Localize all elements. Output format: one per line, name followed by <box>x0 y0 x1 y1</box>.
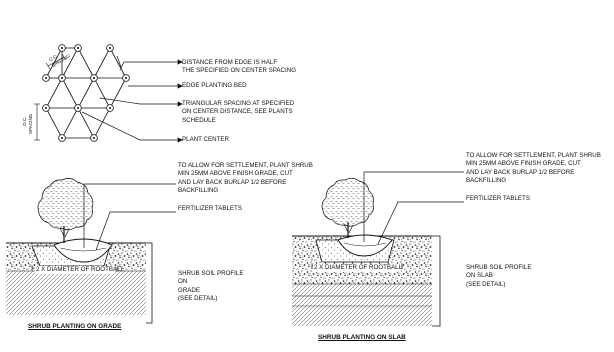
on-slab-structural-slab <box>292 296 432 326</box>
on-slab-drainage-layer <box>292 284 432 296</box>
note-edge-planting-bed: EDGE PLANTING BED <box>182 82 247 89</box>
on-grade-settlement-note: TO ALLOW FOR SETTLEMENT, PLANT SHRUB MIN… <box>178 162 313 195</box>
on-grade-leaders <box>83 183 176 251</box>
on-grade-shrub <box>37 178 94 243</box>
spacing-grid-lines <box>45 47 127 139</box>
oc-dimension-top <box>45 53 67 70</box>
on-slab-detail <box>292 171 464 327</box>
on-slab-rootball-note: 2 x DIAMETER OF ROOTBALL <box>314 264 403 271</box>
on-grade-profile-bracket <box>146 242 153 324</box>
on-slab-settlement-note: TO ALLOW FOR SETTLEMENT, PLANT SHRUB MIN… <box>466 152 601 185</box>
note-triangular-spacing: TRIANGULAR SPACING AT SPECIFIED ON CENTE… <box>182 100 295 124</box>
oc-dimension-side <box>34 103 40 141</box>
on-grade-rootball-note: 2 x DIAMETER OF ROOTBALL <box>36 266 125 273</box>
on-grade-title: SHRUB PLANTING ON GRADE <box>28 323 122 330</box>
on-grade-detail <box>6 178 176 324</box>
note-plant-center: PLANT CENTER <box>182 136 229 143</box>
on-slab-soil-note: SHRUB SOIL PROFILE ON SLAB (SEE DETAIL) <box>466 264 532 288</box>
oc-label-side: O.C. <box>22 116 27 126</box>
on-grade-fertilizer-note: FERTILIZER TABLETS <box>178 205 242 212</box>
on-grade-subgrade <box>6 271 146 315</box>
on-slab-title: SHRUB PLANTING ON SLAB <box>318 334 406 341</box>
on-grade-rootball <box>53 238 113 263</box>
on-slab-shrub <box>321 177 374 238</box>
note-distance-from-edge: DISTANCE FROM EDGE IS HALF THE SPECIFIED… <box>182 59 297 75</box>
spacing-label-side: SPACING <box>28 113 33 134</box>
on-slab-fertilizer-note: FERTILIZER TABLETS <box>466 195 530 202</box>
on-slab-leaders <box>363 171 464 245</box>
on-slab-profile-bracket <box>432 235 441 327</box>
on-slab-rootball <box>337 234 393 257</box>
on-grade-soil-note: SHRUB SOIL PROFILE ON GRADE (SEE DETAIL) <box>178 270 244 303</box>
plan-leaders <box>81 55 183 143</box>
spacing-plan <box>34 44 183 143</box>
